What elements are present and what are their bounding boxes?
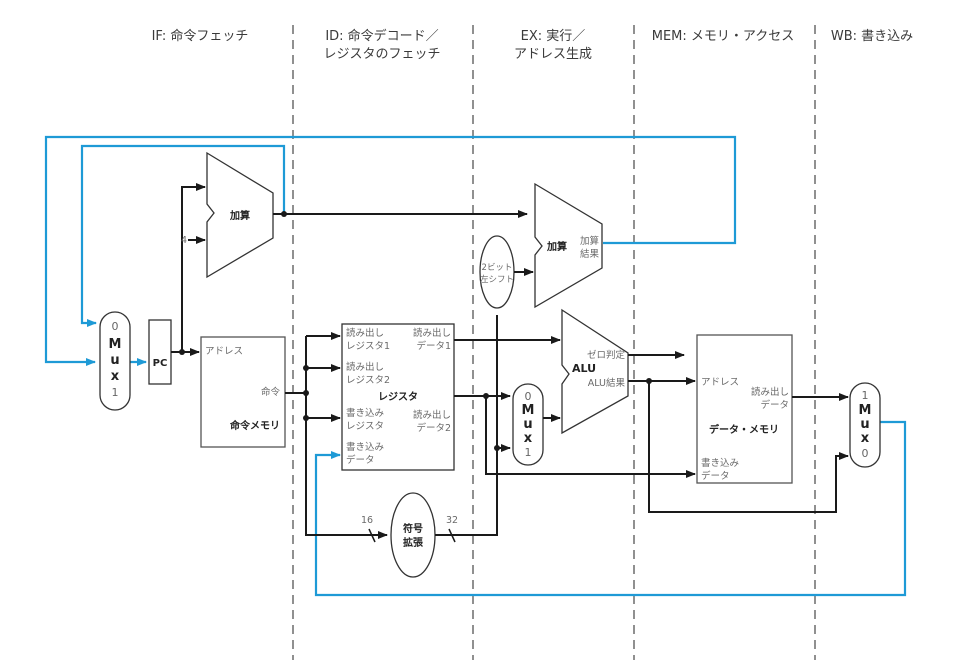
shift-left-label-2: 左シフト xyxy=(480,274,514,285)
read-data1-label-2: データ1 xyxy=(416,340,451,352)
wb-mux-label-x: x xyxy=(861,431,870,446)
pc-to-adder-wire xyxy=(181,183,206,352)
stage-label-mem: MEM: メモリ・アクセス xyxy=(652,29,795,44)
instruction-bus-wire xyxy=(305,336,388,539)
writeback-wire xyxy=(314,420,907,597)
branch-adder-result-label: 加算 xyxy=(580,235,599,247)
data-memory xyxy=(696,334,793,484)
imem-title: 命令メモリ xyxy=(229,419,280,432)
dmem-read-data-label: 読み出し xyxy=(751,386,789,398)
stage-label-ex: EX: 実行／ xyxy=(521,28,586,44)
read-reg1-label: 読み出し xyxy=(346,327,384,339)
pc-plus-four-feedback-wire xyxy=(80,144,286,327)
stage-label-if: IF: 命令フェッチ xyxy=(152,28,249,44)
alu-title: ALU xyxy=(572,362,596,375)
alu-mux-label-x: x xyxy=(524,431,533,446)
branch-target-feedback-wire xyxy=(44,135,737,366)
shift-left-label: 2ビット xyxy=(482,263,513,273)
pc-mux-label-x: x xyxy=(111,369,120,384)
register-file xyxy=(341,323,455,471)
dmem-read-data-label-2: データ xyxy=(760,399,789,411)
alu-mux-label-m: M xyxy=(522,403,535,418)
alu-mux-input-1: 1 xyxy=(525,446,532,459)
stage-label-id-2: レジスタのフェッチ xyxy=(323,47,440,62)
read-data1-label: 読み出し xyxy=(413,327,451,339)
branch-adder-result-label-2: 結果 xyxy=(580,248,600,260)
dmem-write-data-label: 書き込み xyxy=(701,457,739,469)
read-data2-to-dmem-wire xyxy=(485,396,696,478)
alu-result-label: ALU結果 xyxy=(588,377,626,389)
bus-width-tick xyxy=(368,528,376,543)
junction-dot xyxy=(494,445,500,451)
alu-result-bypass-wire xyxy=(648,381,849,513)
junction-dot xyxy=(281,211,287,217)
junction-dot xyxy=(303,415,309,421)
read-data2-label: 読み出し xyxy=(413,409,451,421)
dmem-title: データ・メモリ xyxy=(709,423,779,436)
pc-label: PC xyxy=(153,358,168,369)
pc-mux-label-m: M xyxy=(109,337,122,352)
sign-extend-unit xyxy=(390,492,436,578)
pc-mux-input-1: 1 xyxy=(112,386,119,399)
junction-dot xyxy=(303,365,309,371)
sign-extend-label: 符号 xyxy=(403,522,423,535)
stage-label-wb: WB: 書き込み xyxy=(831,29,913,44)
wb-mux-label-u: u xyxy=(860,417,869,432)
alu-zero-label: ゼロ判定 xyxy=(587,349,626,361)
stage-label-ex-2: アドレス生成 xyxy=(514,47,592,62)
pc-mux-input-0: 0 xyxy=(112,320,119,333)
alu-mux-input-0: 0 xyxy=(525,390,532,403)
wb-mux-label-m: M xyxy=(859,403,872,418)
alu-mux-label-u: u xyxy=(523,417,532,432)
pc-adder xyxy=(206,151,274,279)
sign-extend-out-wire xyxy=(435,315,498,536)
junction-dot xyxy=(179,349,185,355)
sign-extend-in-bits: 16 xyxy=(361,515,373,526)
branch-adder xyxy=(534,182,603,309)
write-reg-label: 書き込み xyxy=(346,407,384,419)
read-reg2-label: 読み出し xyxy=(346,361,384,373)
const-four-label: 4 xyxy=(181,235,187,246)
imem-address-label: アドレス xyxy=(205,346,243,357)
alu xyxy=(561,308,629,435)
wb-mux-input-0: 0 xyxy=(862,447,869,460)
write-reg-label-2: レジスタ xyxy=(346,421,384,432)
wb-mux-input-1: 1 xyxy=(862,389,869,402)
dmem-write-data-label-2: データ xyxy=(701,470,730,482)
read-reg2-label-2: レジスタ2 xyxy=(346,375,390,386)
sign-extend-label-2: 拡張 xyxy=(403,536,424,549)
read-data2-label-2: データ2 xyxy=(416,422,451,434)
imem-instruction-label: 命令 xyxy=(261,386,281,398)
read-reg1-label-2: レジスタ1 xyxy=(346,341,390,352)
pc-register xyxy=(148,319,172,385)
alu-mux xyxy=(512,383,544,466)
pc-adder-label: 加算 xyxy=(229,209,250,222)
branch-adder-label: 加算 xyxy=(546,240,567,253)
pc-mux xyxy=(99,311,131,411)
write-data-label-2: データ xyxy=(346,454,375,466)
write-data-label: 書き込み xyxy=(346,441,384,453)
sign-extend-out-bits: 32 xyxy=(446,515,458,526)
dmem-address-label: アドレス xyxy=(701,377,739,388)
writeback-mux xyxy=(849,382,881,468)
stage-label-id: ID: 命令デコード／ xyxy=(325,28,438,44)
pc-mux-label-u: u xyxy=(110,353,119,368)
junction-dot xyxy=(303,390,309,396)
register-file-title: レジスタ xyxy=(378,391,418,403)
